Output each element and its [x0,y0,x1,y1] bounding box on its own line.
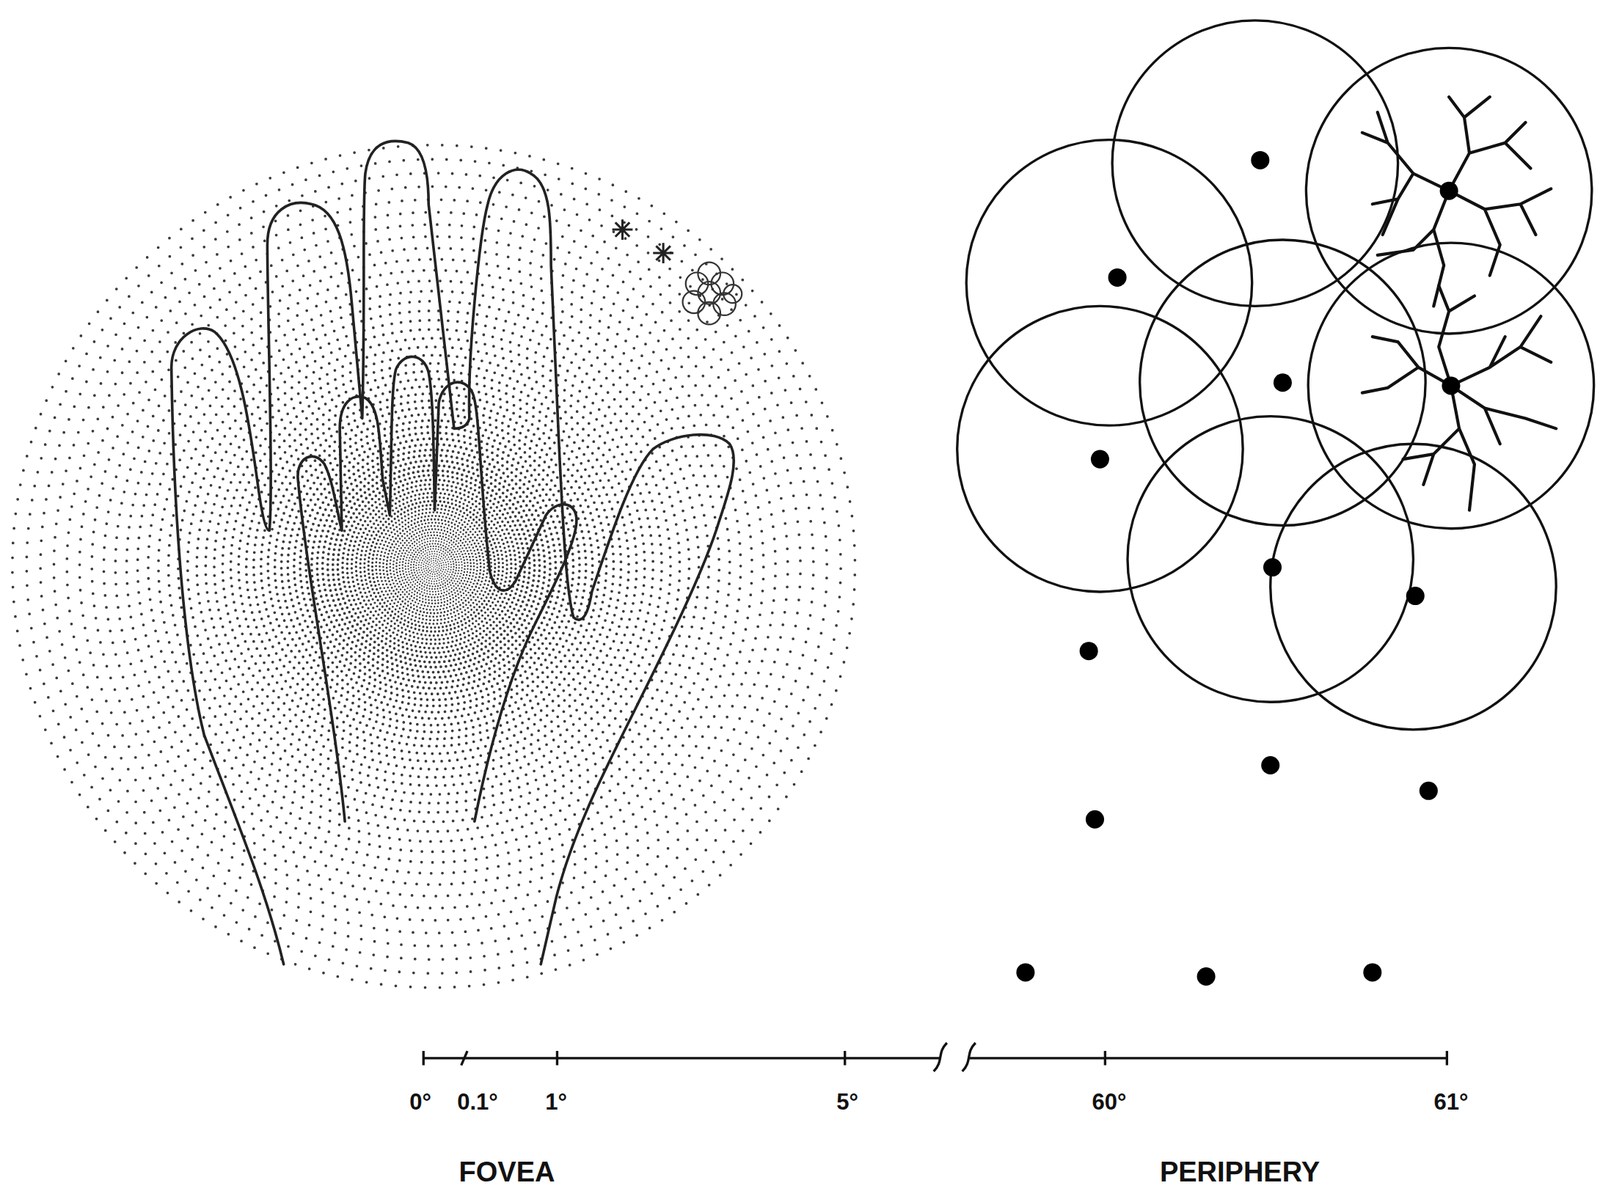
small-rosette [682,262,743,325]
region-label: PERIPHERY [1159,1158,1320,1187]
region-label: FOVEA [459,1158,556,1187]
receptor-dots [11,143,857,989]
axis-tick-label: 1° [545,1090,568,1114]
axis-tick-label: 60° [1092,1090,1127,1114]
eccentricity-axis [423,1043,1447,1072]
asterisk-symbols [612,219,674,264]
small-hand-outline [297,356,577,822]
axis-tick-label: 0° [409,1090,432,1114]
large-hand-outline [171,140,735,964]
axis-tick-label: 0.1° [457,1090,499,1114]
axis-tick-label: 5° [836,1090,859,1114]
receptive-field-circles [957,20,1595,730]
ganglion-cell-dots [1016,151,1460,986]
dendritic-trees [1362,96,1556,510]
axis-tick-label: 61° [1434,1090,1469,1114]
receptor-mosaic [11,143,857,989]
